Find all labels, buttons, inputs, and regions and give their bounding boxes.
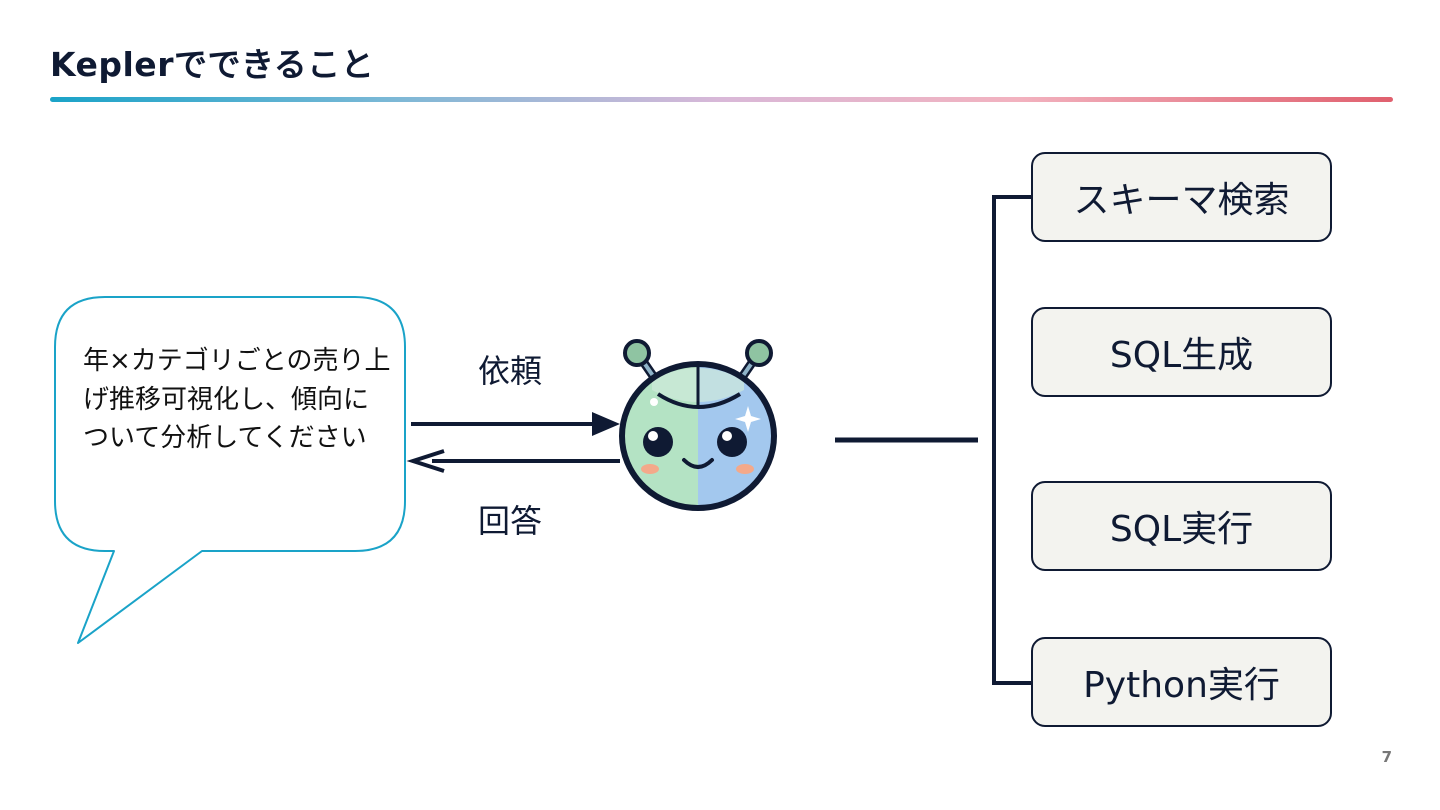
sparkle-icon [735,406,761,432]
answer-label: 回答 [478,502,543,540]
function-schema-search: スキーマ検索 [1031,152,1332,242]
answer-arrow [406,449,620,473]
request-arrow [411,412,620,436]
function-sql-generation: SQL生成 [1031,307,1332,397]
request-label: 依頼 [478,352,543,390]
slide-title: Keplerでできること [50,45,375,84]
function-python-execution: Python実行 [1031,637,1332,727]
title-divider [50,97,1393,102]
robot-mascot-icon [619,339,777,511]
request-text: 年×カテゴリごとの売り上げ推移可視化し、傾向について分析してください [83,346,391,453]
page-number: 7 [1381,748,1392,766]
function-sql-execution: SQL実行 [1031,481,1332,571]
